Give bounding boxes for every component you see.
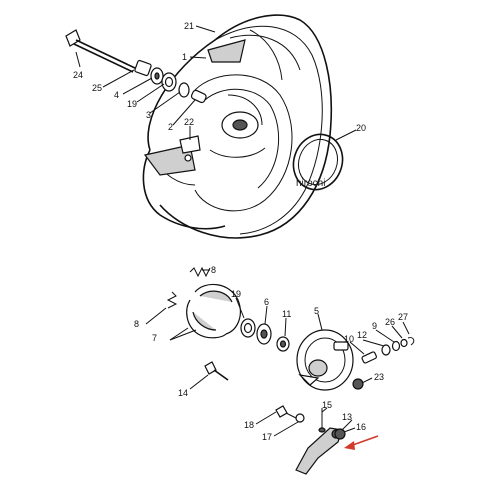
spacer-2 — [190, 89, 207, 104]
red-pointer-arrow — [344, 435, 379, 450]
nut-23 — [352, 378, 364, 390]
part-number-22: 22 — [184, 117, 194, 127]
hub-center — [221, 111, 259, 139]
tire — [147, 14, 333, 239]
oil-seal-3 — [178, 82, 190, 98]
tire-lower-section — [142, 144, 226, 230]
part-number-20: 20 — [356, 123, 366, 133]
leader-lines — [75, 25, 410, 437]
axle-bolt-24 — [65, 29, 136, 73]
seal-6 — [256, 323, 272, 345]
part-26 — [400, 338, 408, 348]
valve-22 — [179, 135, 201, 162]
part-number-27: 27 — [398, 312, 408, 322]
brake-plate-5 — [296, 329, 354, 391]
part-number-12: 12 — [357, 330, 367, 340]
part-number-11: 11 — [282, 309, 291, 319]
rim — [194, 74, 293, 212]
part-number-13: 13 — [342, 412, 352, 422]
part-number-4: 4 — [114, 90, 119, 100]
part-number-23: 23 — [374, 372, 384, 382]
spring-8-upper — [189, 266, 211, 278]
part-number-24: 24 — [73, 70, 83, 80]
part-number-21: 21 — [184, 21, 194, 31]
collar-25 — [134, 59, 152, 77]
washer-12 — [381, 344, 391, 356]
watermark-text: hirochi — [296, 178, 325, 189]
part-number-1: 1 — [182, 52, 187, 62]
camshaft-10 — [361, 351, 377, 364]
part-number-9: 9 — [372, 321, 377, 331]
part-number-10: 10 — [344, 334, 354, 344]
part-number-14: 14 — [178, 388, 188, 398]
clip-27 — [407, 337, 415, 346]
bolt-15 — [318, 408, 326, 433]
washer-17 — [295, 413, 305, 423]
part-number-6: 6 — [264, 297, 269, 307]
spacer-4 — [150, 67, 164, 85]
part-number-18: 18 — [244, 420, 254, 430]
part-number-7: 7 — [152, 333, 157, 343]
part-number-26: 26 — [385, 317, 395, 327]
rim-band-20 — [292, 133, 344, 191]
part-number-25: 25 — [92, 83, 102, 93]
brake-shoes-7 — [186, 283, 241, 339]
part-number-15: 15 — [322, 400, 332, 410]
part-number-5: 5 — [314, 306, 319, 316]
part-number-8-upper: 8 — [211, 265, 216, 275]
part-number-19-lower: 19 — [231, 289, 241, 299]
part-11 — [276, 336, 290, 352]
part-number-3: 3 — [146, 110, 151, 120]
part-number-19-upper: 19 — [127, 99, 137, 109]
nut-16 — [334, 428, 346, 440]
bearing-19-lower — [240, 318, 256, 338]
bolt-18 — [275, 405, 297, 419]
part-number-17: 17 — [262, 432, 272, 442]
bearing-19 — [161, 72, 177, 92]
part-number-16: 16 — [356, 422, 366, 432]
part-number-8-lower: 8 — [134, 319, 139, 329]
spring-8-lower — [166, 291, 178, 309]
part-9 — [391, 340, 401, 352]
part-number-2: 2 — [168, 122, 173, 132]
bolt-14 — [204, 361, 229, 381]
